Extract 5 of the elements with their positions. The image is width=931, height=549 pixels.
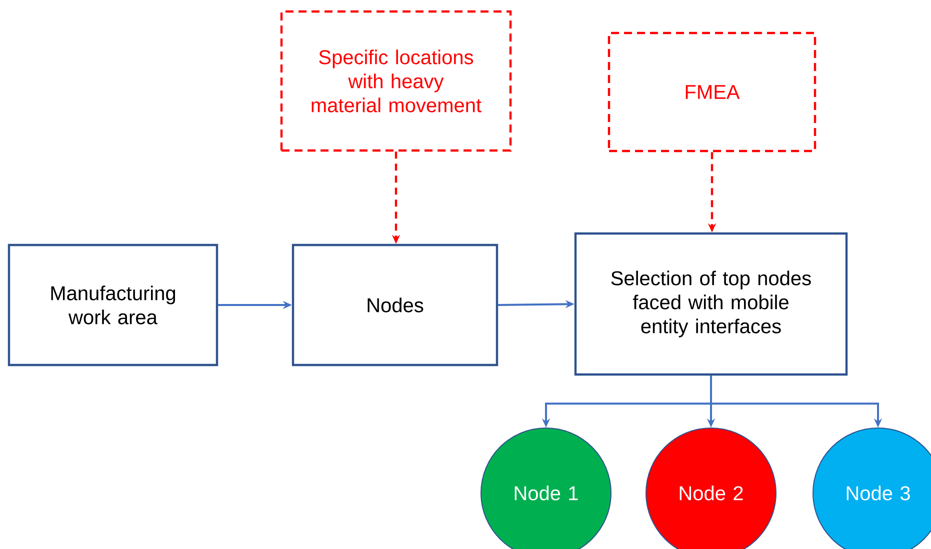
- input-box: FMEA: [608, 32, 816, 152]
- process-box: Selection of top nodes faced with mobile entity interfaces: [574, 232, 848, 376]
- input-box: Specific locations with heavy material movement: [280, 10, 512, 152]
- process-box: Manufacturing work area: [8, 244, 218, 366]
- process-box: Nodes: [292, 244, 498, 366]
